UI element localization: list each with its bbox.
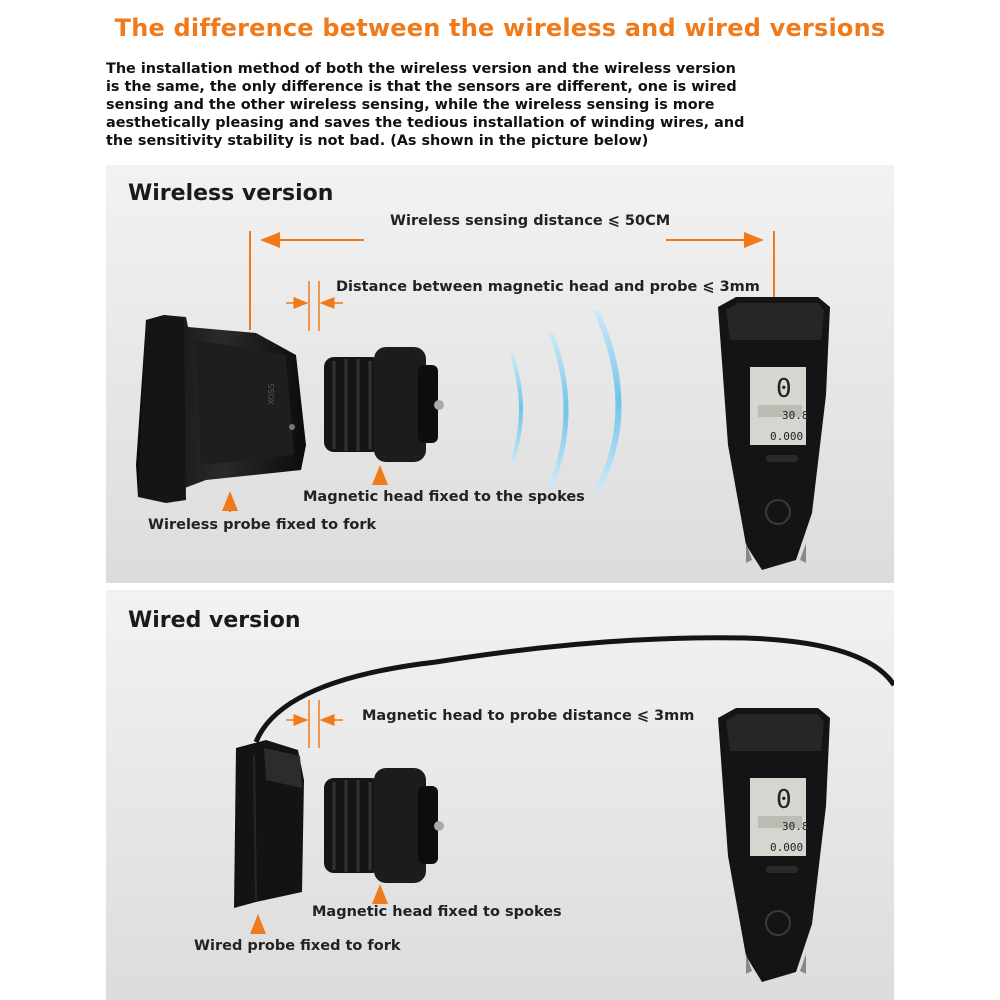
wireless-probe-image: XOSS [136, 315, 306, 503]
computer-odometer: 0.000 [770, 841, 803, 854]
wireless-probe-label: Wireless probe fixed to fork [148, 517, 377, 533]
magnetic-head-image [324, 768, 444, 883]
wired-probe-label: Wired probe fixed to fork [194, 938, 401, 954]
wired-probe-image [234, 740, 304, 908]
wireless-magnet-label: Magnetic head fixed to the spokes [303, 489, 585, 505]
intro-paragraph: The installation method of both the wire… [106, 61, 745, 149]
computer-speed: 0 [776, 785, 792, 815]
wireless-panel: XOSS 0 30.8 0.000 [106, 165, 894, 583]
wireless-illustration: XOSS 0 30.8 0.000 [136, 231, 830, 570]
page-title: The difference between the wireless and … [114, 14, 886, 42]
wireless-signal-waves-icon [509, 308, 622, 495]
magnetic-head-image [324, 347, 444, 462]
wireless-distance-label: Wireless sensing distance ⩽ 50CM [390, 213, 671, 229]
computer-sub-value: 30.8 [782, 820, 809, 833]
computer-odometer: 0.000 [770, 430, 803, 443]
wired-gap-label: Magnetic head to probe distance ⩽ 3mm [362, 708, 695, 724]
bike-computer-image: 0 30.8 0.000 [718, 297, 830, 570]
wired-illustration: 0 30.8 0.000 [234, 635, 894, 982]
computer-speed: 0 [776, 374, 792, 404]
wired-magnet-label: Magnetic head fixed to spokes [312, 904, 562, 920]
wired-heading: Wired version [128, 608, 301, 633]
computer-sub-value: 30.8 [782, 409, 809, 422]
svg-text:XOSS: XOSS [267, 384, 276, 405]
sensor-cable [253, 635, 894, 743]
bike-computer-image: 0 30.8 0.000 [718, 708, 830, 982]
wireless-heading: Wireless version [128, 181, 334, 206]
wired-panel: 0 30.8 0.000 Wired version Magnetic head… [106, 590, 894, 1000]
wireless-gap-label: Distance between magnetic head and probe… [336, 279, 760, 295]
